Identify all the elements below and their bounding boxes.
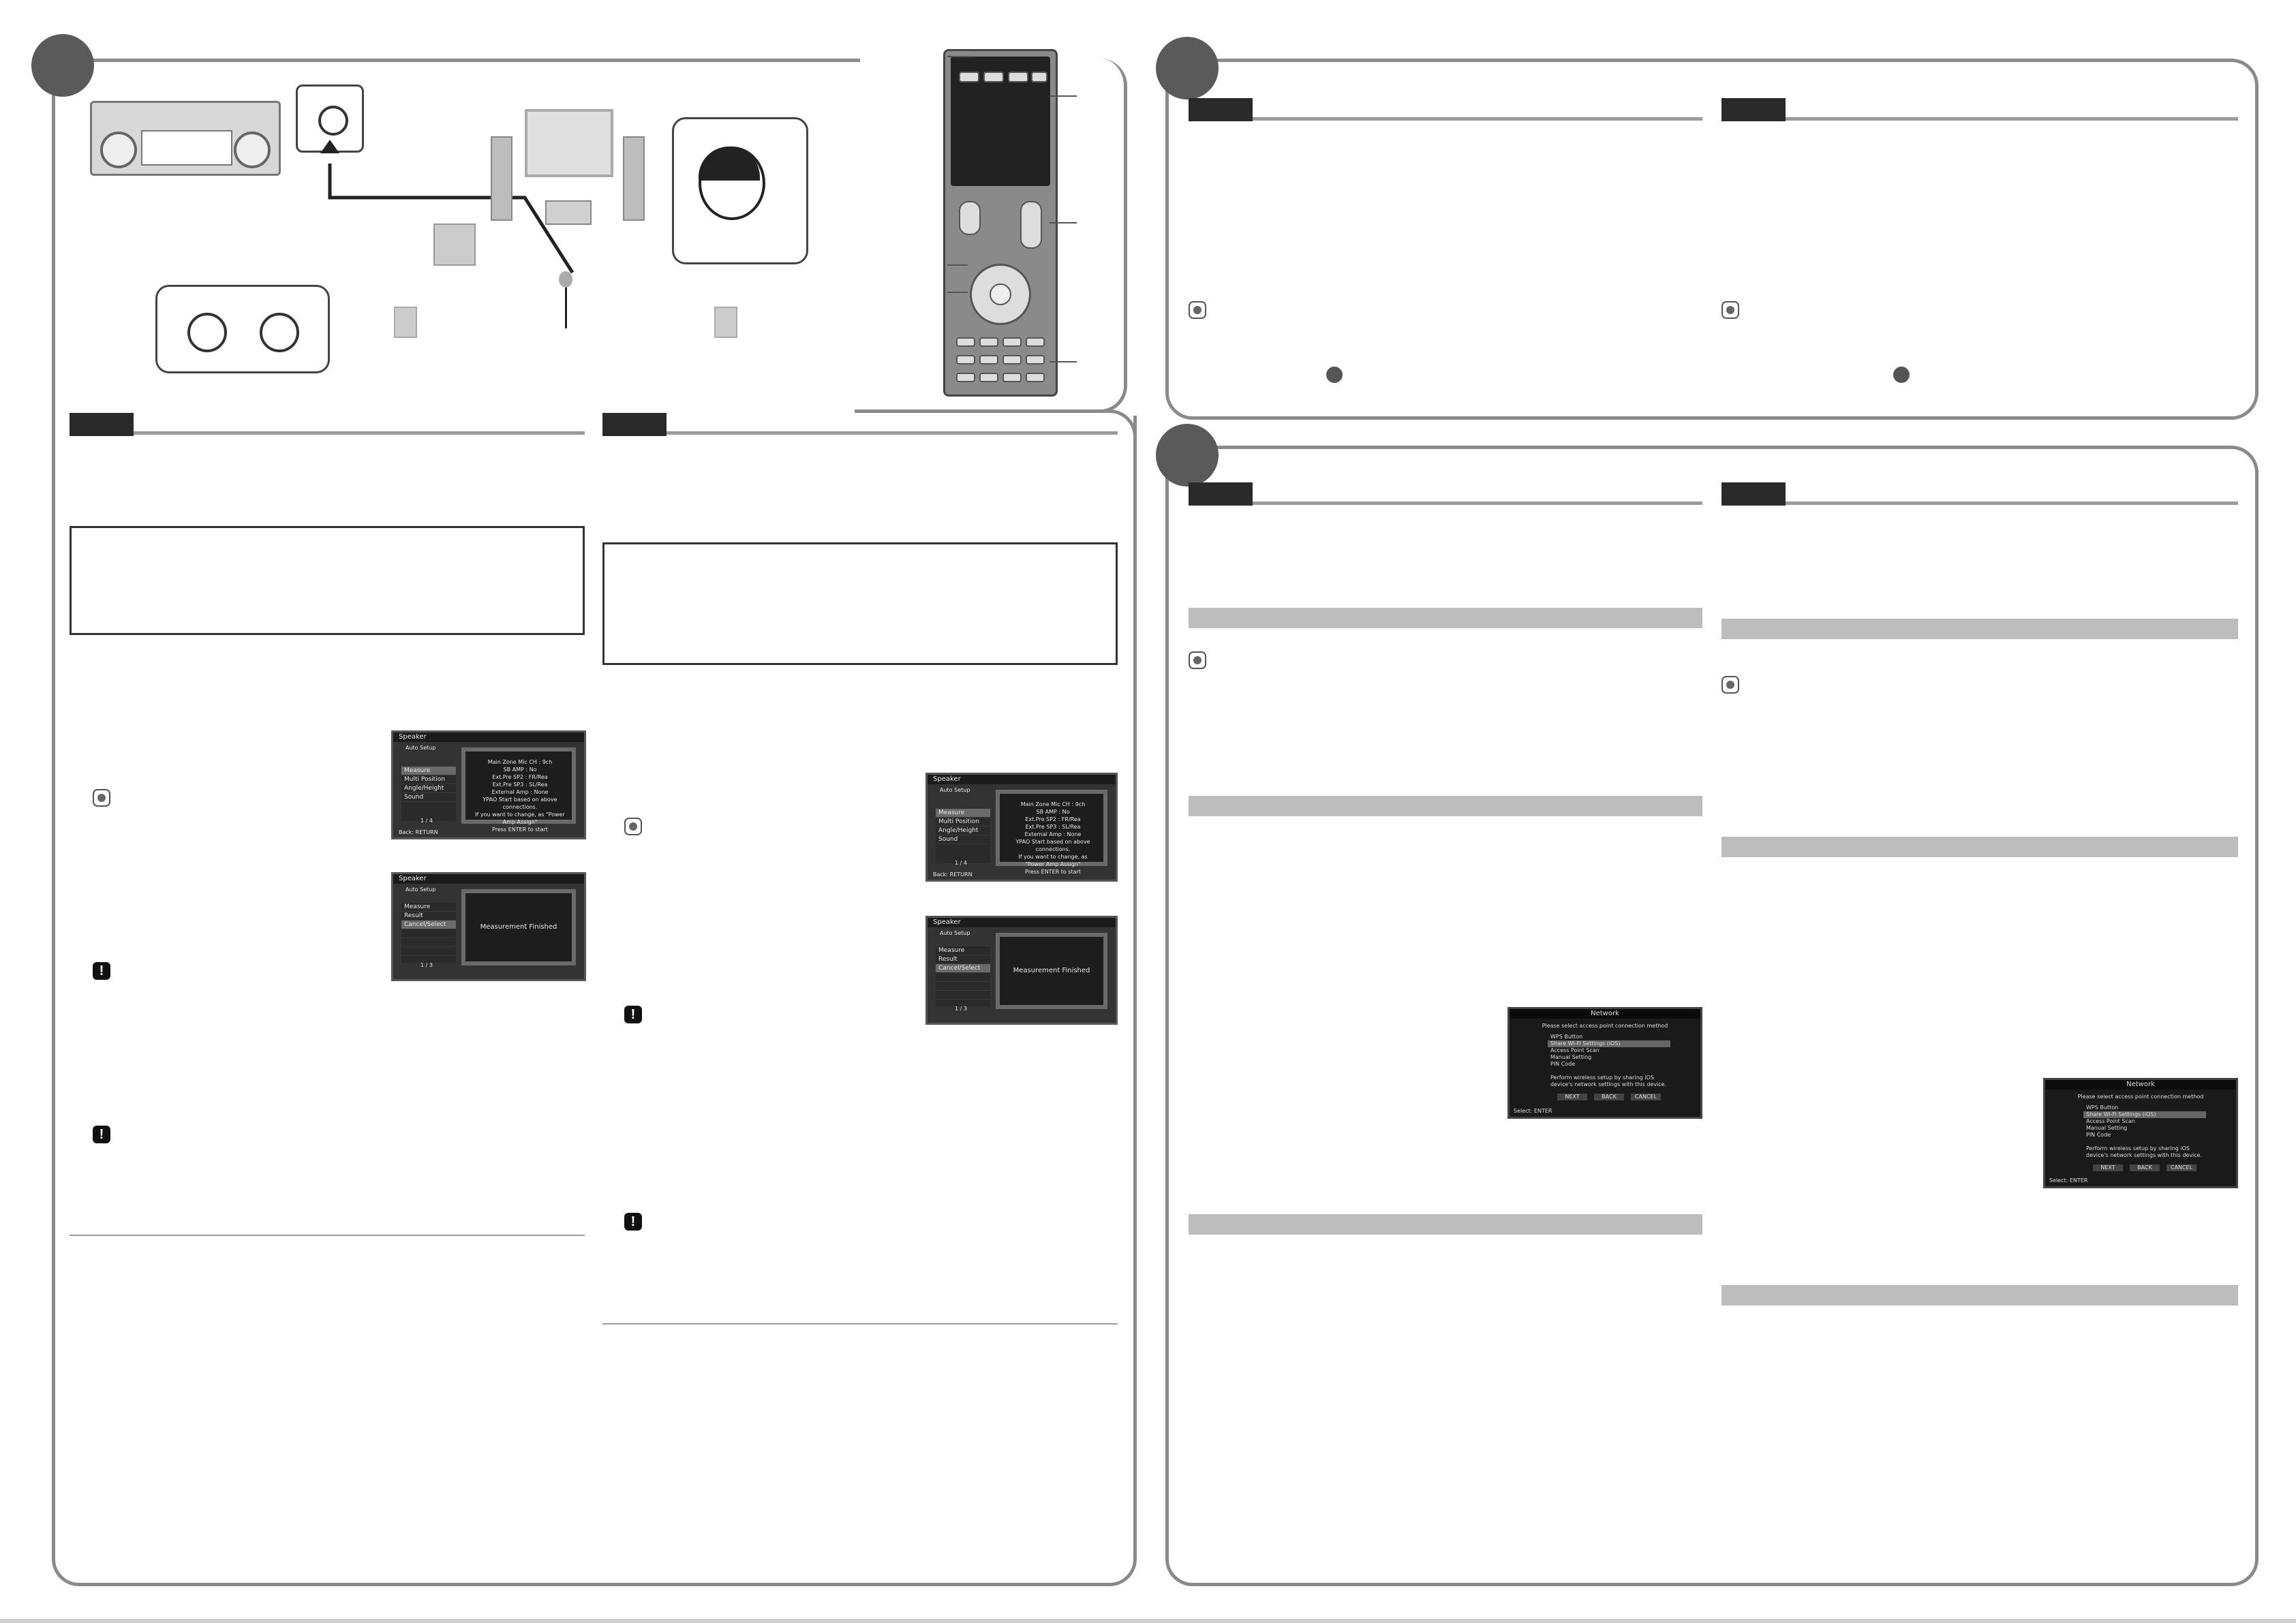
section-rule-left-a	[134, 431, 585, 435]
network-option: PIN Code	[2086, 1132, 2111, 1138]
note-box-left-a	[70, 526, 585, 635]
step-number-circle-1	[31, 34, 94, 97]
section-tab-top-right-b	[1721, 98, 1786, 121]
remote-volume-up	[959, 201, 981, 235]
listener-callout	[672, 117, 808, 264]
tv-illustration	[525, 109, 613, 177]
remote-callout-line	[1050, 361, 1077, 362]
network-option: Access Point Scan	[2086, 1118, 2135, 1124]
subsection-band	[1189, 796, 1702, 816]
auto-setup-screen-left: Speaker Auto Setup Measure Multi Positio…	[391, 730, 586, 839]
volume-knob	[260, 313, 299, 352]
section-end-rule-left-a	[70, 1235, 585, 1236]
subwoofer-knobs-callout	[155, 285, 330, 373]
microphone-tripod	[545, 271, 586, 333]
remote-callout-line	[947, 56, 975, 57]
subsection-band	[1721, 837, 2238, 857]
front-speaker-left	[491, 136, 512, 221]
network-option-selected: Share Wi-Fi Settings (iOS)	[1548, 1040, 1670, 1047]
step-number-circle-2	[1156, 37, 1219, 99]
screen-page-indicator: 1 / 4	[420, 818, 433, 824]
page-bottom-rule	[0, 1619, 2296, 1623]
caution-icon: !	[93, 962, 110, 980]
top-right-panel	[1165, 59, 2259, 420]
remote-callout-line	[947, 292, 968, 293]
caution-icon: !	[624, 1006, 642, 1023]
tip-icon	[1721, 301, 1739, 319]
crossover-knob	[187, 313, 227, 352]
network-back-button: BACK	[1594, 1094, 1624, 1100]
section-rule-top-right-a	[1253, 117, 1702, 121]
section-tab-left-a	[70, 413, 134, 436]
section-rule-left-b	[667, 431, 1118, 435]
listener-hair	[699, 146, 760, 181]
front-panel-display	[141, 130, 232, 166]
tip-icon	[93, 789, 110, 807]
remote-callout-line	[1050, 95, 1077, 97]
step-dot-icon	[1893, 367, 1910, 383]
mic-jack-icon	[318, 106, 348, 136]
remote-cursor-ring	[970, 264, 1031, 325]
step-dot-icon	[1326, 367, 1343, 383]
auto-setup-heading: Auto Setup	[405, 745, 436, 751]
subsection-band	[1721, 619, 2238, 639]
section-tab-bottom-right-a	[1189, 482, 1253, 506]
remote-control-illustration	[943, 49, 1058, 397]
section-end-rule-left-b	[602, 1323, 1118, 1325]
av-receiver-illustration	[90, 101, 281, 176]
tip-icon	[624, 818, 642, 835]
volume-knob-left	[100, 132, 137, 168]
left-panel-notch-border	[855, 59, 1127, 413]
surround-speaker-left	[394, 307, 417, 338]
network-option: Manual Setting	[2086, 1125, 2128, 1131]
subwoofer-illustration	[433, 223, 476, 266]
tip-icon	[1189, 651, 1206, 669]
remote-top-section	[951, 57, 1050, 186]
network-back-button: BACK	[2130, 1164, 2160, 1171]
network-next-button: NEXT	[2093, 1164, 2123, 1171]
network-option: Access Point Scan	[1550, 1047, 1599, 1053]
caution-icon: !	[93, 1126, 110, 1143]
remote-callout-line	[947, 264, 968, 266]
network-setup-screen-left: Network Please select access point conne…	[1507, 1007, 1702, 1119]
remote-callout-line	[1050, 222, 1077, 223]
section-rule-top-right-b	[1786, 117, 2238, 121]
section-rule-bottom-right-b	[1786, 501, 2238, 505]
network-cancel-button: CANCEL	[1631, 1094, 1661, 1100]
volume-knob-right	[234, 132, 271, 168]
network-option: Manual Setting	[1550, 1054, 1592, 1060]
remote-channel-up	[1020, 201, 1042, 249]
auto-setup-screen-right: Speaker Auto Setup Measure Multi Positio…	[925, 773, 1118, 882]
tip-icon	[1189, 301, 1206, 319]
measurement-finished-screen-left: Speaker Auto Setup Measure Result Cancel…	[391, 872, 586, 981]
subsection-band	[1189, 1214, 1702, 1235]
network-option: PIN Code	[1550, 1061, 1576, 1067]
caution-icon: !	[624, 1213, 642, 1231]
network-option-selected: Share Wi-Fi Settings (iOS)	[2083, 1111, 2206, 1118]
subsection-band	[1189, 608, 1702, 628]
network-option: WPS Button	[2086, 1104, 2119, 1111]
network-next-button: NEXT	[1557, 1094, 1587, 1100]
section-tab-top-right-a	[1189, 98, 1253, 121]
measurement-finished-screen-right: Speaker Auto Setup Measure Result Cancel…	[925, 916, 1118, 1025]
subsection-band	[1721, 1285, 2238, 1305]
network-cancel-button: CANCEL	[2167, 1164, 2196, 1171]
mic-cable-illustration	[320, 140, 575, 274]
surround-speaker-right	[714, 307, 737, 338]
note-box-left-b	[602, 542, 1118, 665]
tip-icon	[1721, 676, 1739, 694]
center-speaker	[545, 200, 592, 225]
step-number-circle-3	[1156, 424, 1219, 486]
network-option: WPS Button	[1550, 1034, 1583, 1040]
section-tab-bottom-right-b	[1721, 482, 1786, 506]
section-rule-bottom-right-a	[1253, 501, 1702, 505]
network-setup-screen-right: Network Please select access point conne…	[2043, 1078, 2238, 1188]
front-speaker-right	[623, 136, 645, 221]
section-tab-left-b	[602, 413, 667, 436]
